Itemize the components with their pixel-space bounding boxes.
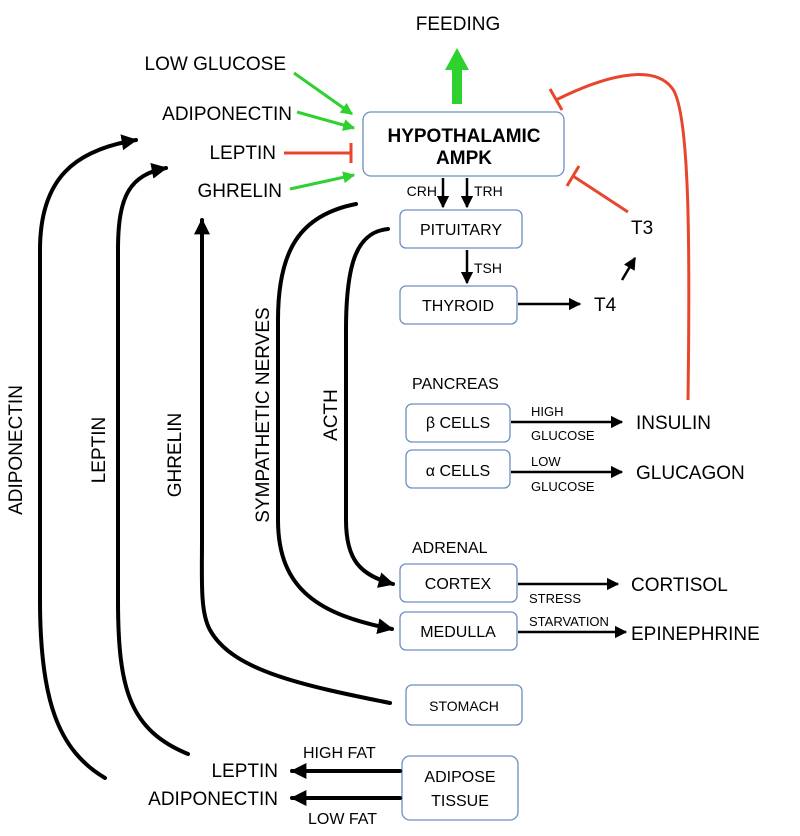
stress-label: STRESS <box>529 591 581 606</box>
glucagon-label: GLUCAGON <box>636 463 745 484</box>
ghrelin-input-arrow <box>289 171 356 191</box>
high-fat-label: HIGH FAT <box>303 745 376 762</box>
cortisol-label: CORTISOL <box>631 575 728 596</box>
glucose-high-label: GLUCOSE <box>531 428 595 443</box>
hypothalamic-ampk-box <box>362 111 565 177</box>
beta-cells-box <box>405 403 511 443</box>
adiponectin-output-label: ADIPONECTIN <box>148 789 278 810</box>
low-label: LOW <box>531 454 561 469</box>
insulin-label: INSULIN <box>636 413 711 434</box>
stomach-box <box>405 684 523 726</box>
t3-label: T3 <box>631 218 653 239</box>
adiponectin-input-label: ADIPONECTIN <box>162 104 292 125</box>
hypothalamic-label: HYPOTHALAMIC <box>387 126 540 147</box>
adiponectin-feedback-curve <box>38 134 138 780</box>
ampk-label: AMPK <box>436 148 492 169</box>
low-fat-label: LOW FAT <box>308 811 377 828</box>
low-glucose-label: LOW GLUCOSE <box>145 54 286 75</box>
epinephrine-label: EPINEPHRINE <box>631 624 760 645</box>
tsh-label: TSH <box>474 260 502 276</box>
t3-inhibit-line <box>572 174 629 214</box>
medulla-label: MEDULLA <box>420 624 496 641</box>
trh-label: TRH <box>474 183 503 199</box>
ghrelin-input-label: GHRELIN <box>198 181 282 202</box>
leptin-input-label: LEPTIN <box>209 143 276 164</box>
ghrelin-feedback-curve <box>194 218 392 705</box>
insulin-inhibit-bar <box>548 88 564 111</box>
feeding-arrow-shaft <box>452 68 462 104</box>
alpha-cells-label: α CELLS <box>426 463 490 480</box>
stomach-label: STOMACH <box>429 698 499 714</box>
insulin-feedback-curve <box>555 73 691 401</box>
acth-label: ACTH <box>321 389 342 441</box>
glucose-low-label: GLUCOSE <box>531 479 595 494</box>
low-glucose-arrow <box>293 71 353 116</box>
pituitary-label: PITUITARY <box>420 222 502 239</box>
adrenal-label: ADRENAL <box>412 540 488 557</box>
thyroid-label: THYROID <box>422 298 494 315</box>
thyroid-box <box>399 285 518 325</box>
beta-cells-label: β CELLS <box>426 415 490 432</box>
t4-to-t3-arrow <box>620 256 637 281</box>
feeding-label: FEEDING <box>416 14 500 35</box>
feeding-arrow-head <box>445 48 469 70</box>
adipose-label: ADIPOSE <box>424 769 495 786</box>
pancreas-label: PANCREAS <box>412 376 499 393</box>
crh-label: CRH <box>407 183 437 199</box>
t4-label: T4 <box>594 295 617 316</box>
ghrelin-pathway-label: GHRELIN <box>165 413 186 497</box>
adiponectin-pathway-label: ADIPONECTIN <box>6 385 27 515</box>
t3-inhibit-bar <box>565 165 581 187</box>
alpha-cells-box <box>405 449 511 489</box>
cortex-box <box>399 563 518 603</box>
leptin-feedback-curve <box>116 162 190 756</box>
leptin-pathway-label: LEPTIN <box>89 417 110 484</box>
sympathetic-nerves-label: SYMPATHETIC NERVES <box>253 307 274 522</box>
pituitary-box <box>399 209 523 249</box>
medulla-box <box>399 611 518 651</box>
starvation-label: STARVATION <box>529 614 609 629</box>
sympathetic-nerves-curve <box>276 202 394 635</box>
adipose-tissue-box <box>401 755 519 821</box>
cortex-label: CORTEX <box>425 576 492 593</box>
tissue-label: TISSUE <box>431 793 489 810</box>
acth-curve <box>344 227 395 588</box>
leptin-output-label: LEPTIN <box>211 761 278 782</box>
high-label: HIGH <box>531 404 564 419</box>
adiponectin-input-arrow <box>296 110 356 131</box>
